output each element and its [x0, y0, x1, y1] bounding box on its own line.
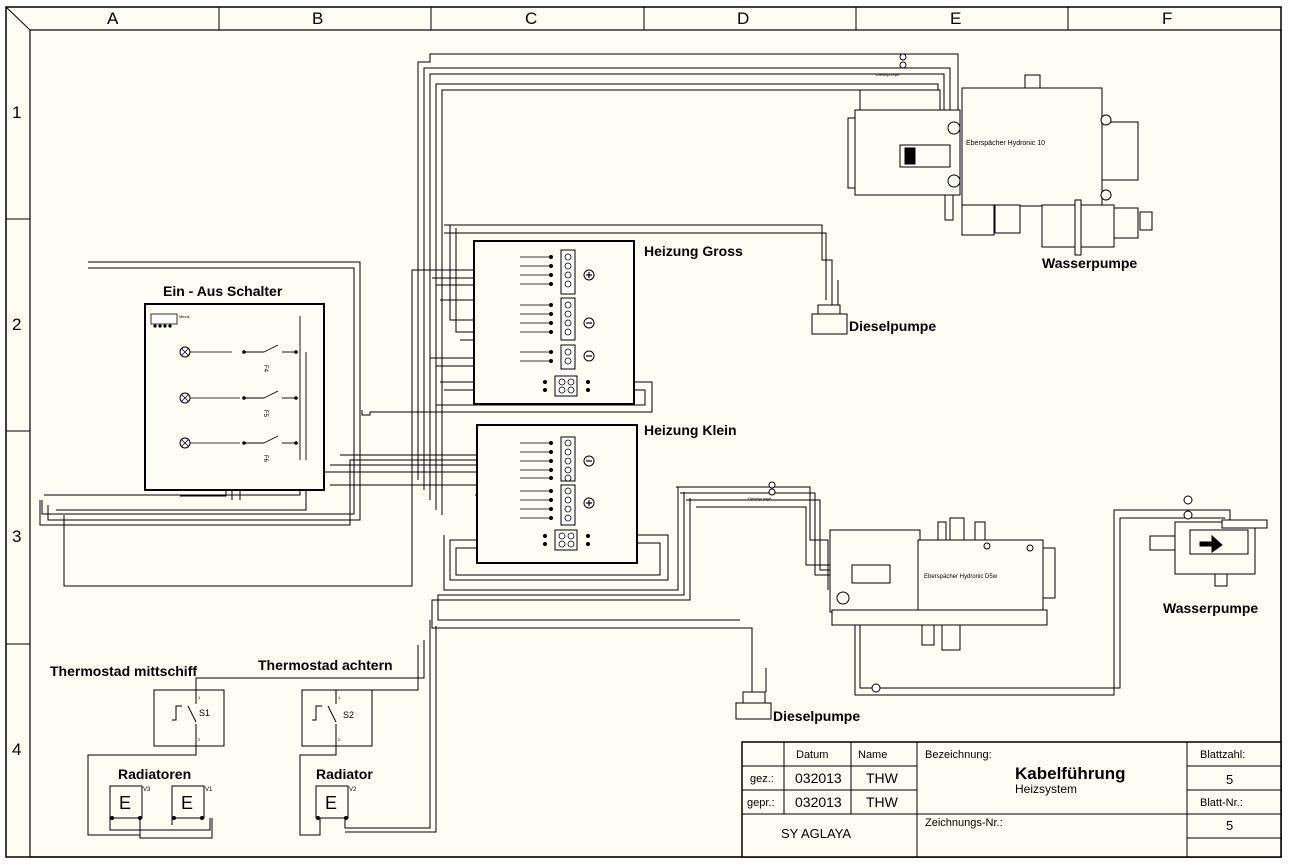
title-block: Datum Name gez.: gepr.: 032013 THW 03201… [741, 741, 1282, 858]
s2-label: S2 [343, 710, 354, 720]
ein-aus-schalter-box: Minus F4 F5 F6 Ein - Aus Schalter [144, 283, 325, 491]
grid-row-3: 3 [12, 527, 21, 546]
radiator-v1: E V1 [171, 785, 213, 820]
grid-row-2: 2 [12, 315, 21, 334]
tb-gez-date: 032013 [795, 770, 842, 786]
thermostat-achtern-label: Thermostad achtern [258, 657, 393, 673]
d5-connectors [768, 481, 776, 496]
s2-terminal-2: 2 [338, 737, 341, 742]
s2-terminal-1: 1 [338, 695, 341, 700]
tb-zeichnungs-label: Zeichnungs-Nr.: [925, 817, 1003, 829]
heizung-klein-label: Heizung Klein [644, 422, 737, 438]
hydronic-d5-label: Eberspächer Hydronic D5w [924, 574, 998, 580]
grid-row-1: 1 [12, 103, 21, 122]
grid-col-d: D [737, 9, 749, 28]
grid-col-f: F [1162, 9, 1172, 28]
radiator-v3: E V3 [109, 785, 151, 820]
s1-label: S1 [199, 708, 210, 718]
tb-gez-name: THW [866, 770, 899, 786]
hydronic10-connectors [899, 53, 907, 69]
wasserpumpe-1-label: Wasserpumpe [1042, 255, 1137, 271]
s1-terminal-1: 1 [198, 695, 201, 700]
radiator-label: Radiator [316, 766, 373, 782]
dieselpumpe-wire-label-mid: Dieselpumpe [748, 496, 772, 501]
radiator-v3-symbol: E [119, 793, 131, 813]
radiator-v1-symbol: E [181, 793, 193, 813]
thermostat-mittschiff: S1 1 2 [153, 689, 225, 747]
radiatoren-label: Radiatoren [118, 766, 191, 782]
tb-title: Kabelführung [1015, 764, 1126, 783]
wasserpumpe-2-label: Wasserpumpe [1163, 600, 1258, 616]
heizung-gross-unit: Heizung Gross [473, 240, 743, 405]
wasserpumpe-2 [1149, 495, 1268, 587]
hydronic10-label: Eberspächer Hydronic 10 [966, 140, 1045, 147]
dieselpumpe-wire-label-top: Dieselpumpe [876, 72, 900, 77]
drawing-area [29, 29, 1282, 858]
grid-col-c: C [525, 9, 537, 28]
column-header [218, 7, 1069, 30]
tb-subtitle: Heizsystem [1015, 782, 1077, 796]
tb-blattnr-label: Blatt-Nr.: [1200, 797, 1243, 809]
s1-terminal-2: 2 [198, 737, 201, 742]
fuse-f5-label: F5 [262, 410, 268, 418]
tb-gepr-name: THW [866, 794, 899, 810]
fuse-f6-label: F6 [262, 455, 268, 463]
thermostat-mittschiff-label: Thermostad mittschiff [50, 663, 197, 679]
minus-label: Minus [179, 314, 190, 319]
tb-gepr-label: gepr.: [747, 797, 775, 809]
tb-bezeichnung-label: Bezeichnung: [925, 749, 992, 761]
radiator-v2: E V2 [315, 785, 357, 820]
radiator-v2-label: V2 [349, 787, 357, 793]
fuse-f4-label: F4 [262, 365, 268, 373]
heizung-klein-unit: Heizung Klein [476, 422, 737, 564]
tb-blattnr: 5 [1226, 818, 1233, 833]
heizung-gross-label: Heizung Gross [644, 243, 743, 259]
eberspaecher-hydronic-d5w [829, 517, 1056, 651]
grid-col-e: E [950, 9, 961, 28]
radiator-v1-label: V1 [205, 787, 213, 793]
radiator-v3-label: V3 [143, 787, 151, 793]
tb-gez-label: gez.: [750, 773, 774, 785]
dieselpumpe-2-label: Dieselpumpe [773, 708, 860, 724]
tb-blattzahl-label: Blattzahl: [1200, 749, 1245, 761]
dieselpumpe-2 [735, 668, 772, 720]
ein-aus-schalter-label: Ein - Aus Schalter [163, 283, 283, 299]
tb-project: SY AGLAYA [781, 826, 851, 841]
thermostat-achtern: S2 1 2 [301, 689, 373, 747]
grid-col-a: A [107, 9, 119, 28]
row-header [6, 218, 30, 645]
dieselpumpe-1-label: Dieselpumpe [849, 318, 936, 334]
grid-row-4: 4 [12, 740, 21, 759]
dieselpumpe-1 [811, 280, 848, 335]
tb-col-name: Name [858, 749, 887, 761]
grid-col-b: B [312, 9, 323, 28]
radiator-v2-symbol: E [325, 793, 337, 813]
tb-gepr-date: 032013 [795, 794, 842, 810]
tb-blattzahl: 5 [1226, 772, 1233, 787]
tb-col-datum: Datum [796, 749, 828, 761]
eberspaecher-hydronic-10 [847, 74, 1153, 256]
